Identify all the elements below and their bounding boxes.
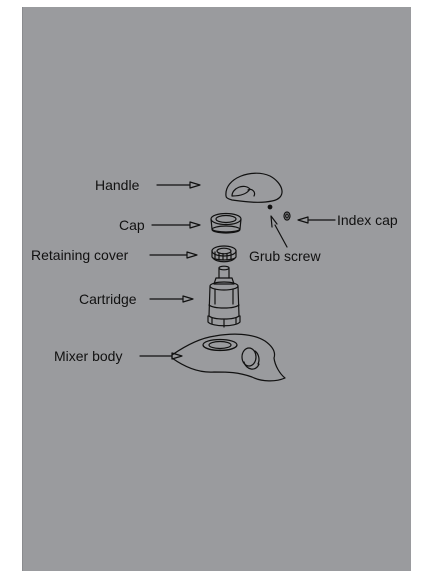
grub-screw-part — [267, 204, 273, 210]
leader-mixer-body — [139, 352, 183, 360]
leader-cartridge — [149, 295, 194, 303]
leader-retaining-cover — [149, 251, 198, 259]
leader-cap — [151, 221, 201, 229]
leader-grub-screw — [270, 215, 288, 248]
label-handle: Handle — [95, 177, 140, 193]
leader-index-cap — [297, 216, 336, 224]
index-cap-part — [283, 211, 291, 221]
label-retaining-cover: Retaining cover — [31, 247, 129, 263]
label-cap: Cap — [119, 217, 145, 233]
label-mixer-body: Mixer body — [54, 348, 123, 364]
mixer-body-part — [171, 333, 286, 382]
retaining-cover-part — [211, 245, 237, 263]
cap-part — [210, 212, 242, 234]
label-cartridge: Cartridge — [79, 291, 137, 307]
cartridge-part — [207, 265, 241, 328]
label-grub-screw: Grub screw — [249, 248, 321, 264]
leader-handle — [156, 181, 201, 189]
handle-part — [225, 172, 283, 203]
label-index-cap: Index cap — [337, 212, 398, 228]
